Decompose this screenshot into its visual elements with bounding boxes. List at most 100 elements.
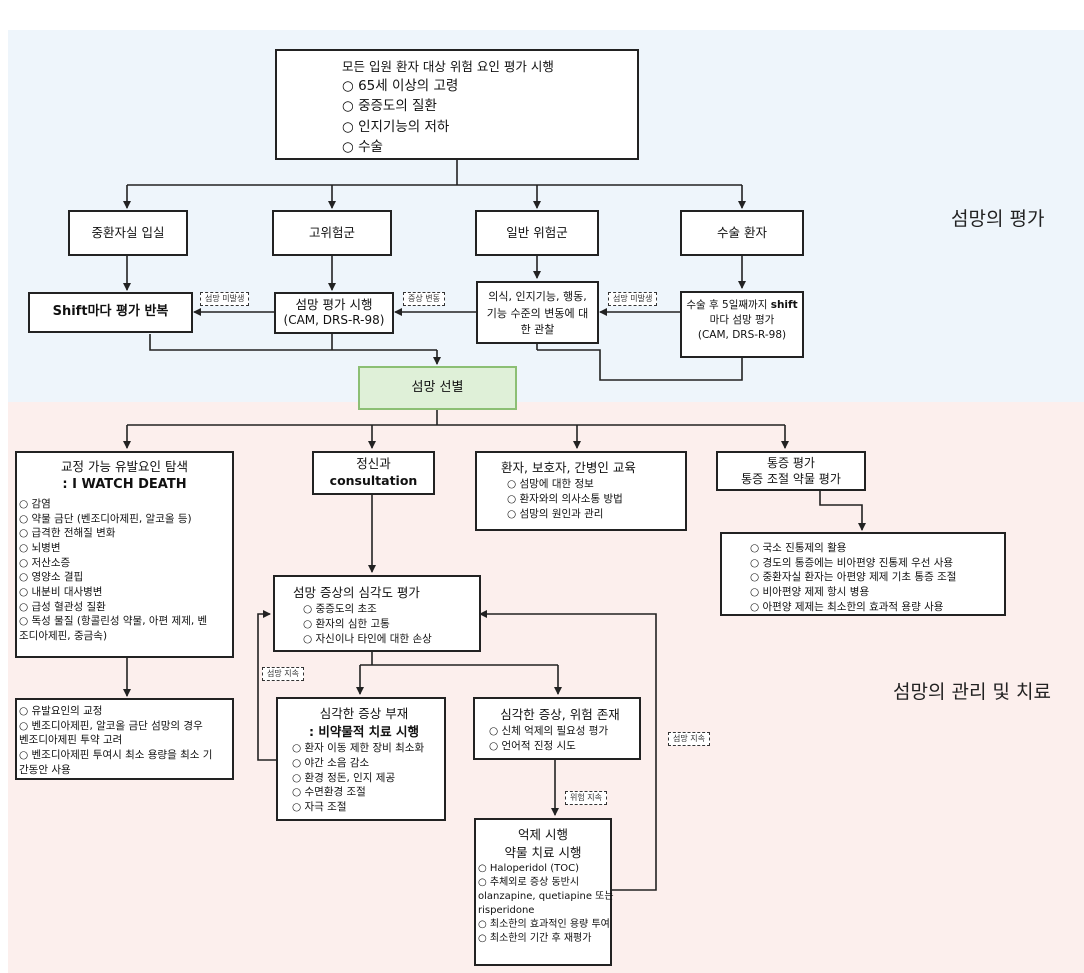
delirium-persist-tag-2: 섬망 지속 (668, 732, 710, 746)
shift-repeat-box: Shift마다 평가 반복 (28, 292, 193, 333)
precipitating-item: ○ 내분비 대사병변 (19, 586, 103, 599)
pain-management-item: ○ 국소 진통제의 활용 (750, 542, 847, 554)
nonpharm-list: ○ 환자 이동 제한 장비 최소화 ○ 야간 소음 감소 ○ 환경 정돈, 인지… (292, 741, 440, 814)
severity-item: ○ 환자의 심한 고통 (303, 617, 390, 630)
surgical-patient-label: 수술 환자 (717, 224, 767, 240)
risk-assessment-box: 모든 입원 환자 대상 위험 요인 평가 시행 ○ 65세 이상의 고령 ○ 중… (275, 49, 639, 160)
severity-item: ○ 자신이나 타인에 대한 손상 (303, 632, 432, 645)
consultation-label: consultation (329, 473, 418, 488)
drug-treatment-item: risperidone (478, 905, 535, 917)
precipitating-list: ○ 감염 ○ 약물 금단 (벤조디아제핀, 알코올 등) ○ 급격한 전해질 변… (19, 497, 228, 644)
nonpharm-subtitle: : 비약물적 치료 시행 (308, 724, 420, 740)
education-list: ○ 섬망에 대한 정보 ○ 환자와의 의사소통 방법 ○ 섬망의 원인과 관리 (507, 477, 681, 521)
monitoring-text: 의식, 인지기능, 행동, 기능 수준의 변동에 대한 관찰 (486, 290, 589, 336)
restraint-title: 억제 시행 (518, 827, 568, 842)
severe-item: ○ 신체 억제의 필요성 평가 (489, 725, 609, 738)
icu-admission-box: 중환자실 입실 (68, 210, 188, 256)
drug-treatment-item: ○ 최소한의 기간 후 재평가 (478, 933, 592, 945)
nonpharm-title: 심각한 증상 부재 (319, 706, 409, 721)
education-item: ○ 섬망에 대한 정보 (507, 478, 594, 491)
precipitating-title: 교정 가능 유발요인 탐색 (61, 459, 188, 474)
risk-assessment-title: 모든 입원 환자 대상 위험 요인 평가 시행 (342, 59, 554, 74)
education-box: 환자, 보호자, 간병인 교육 ○ 섬망에 대한 정보 ○ 환자와의 의사소통 … (475, 451, 687, 531)
symptom-change-tag: 증상 변동 (403, 292, 445, 306)
management-section-label: 섬망의 관리 및 치료 (893, 681, 1051, 703)
drug-treatment-item: ○ Haloperidol (TOC) (478, 863, 580, 875)
general-risk-box: 일반 위험군 (475, 210, 599, 256)
correction-item: 벤조디아제핀 투약 고려 (19, 734, 123, 747)
precipitating-item: ○ 급격한 전해질 변화 (19, 527, 116, 540)
correction-item: ○ 유발요인의 교정 (19, 705, 103, 717)
assessment-section-label: 섬망의 평가 (951, 208, 1045, 230)
high-risk-label: 고위험군 (308, 224, 355, 240)
pain-evaluation-box: 통증 평가 통증 조절 약물 평가 (716, 451, 866, 491)
pain-management-item: ○ 아편양 제제는 최소한의 효과적 용량 사용 (750, 600, 944, 613)
precipitating-subtitle: : I WATCH DEATH (62, 477, 187, 493)
correction-item: 간동안 사용 (19, 763, 71, 776)
psychiatry-consultation-box: 정신과 consultation (312, 451, 435, 495)
restraint-drug-treatment-box: 억제 시행 약물 치료 시행 ○ Haloperidol (TOC) ○ 추체외… (474, 818, 614, 966)
pain-management-item: ○ 비아편양 제제 항시 병용 (750, 586, 870, 599)
precipitating-item: ○ 영양소 결핍 (19, 571, 84, 584)
risk-factor-item: ○ 중증도의 질환 (342, 98, 437, 115)
risk-factor-item: ○ 65세 이상의 고령 (342, 78, 459, 95)
precipitating-item: 조디아제핀, 중금속) (19, 630, 108, 643)
delirium-assessment-box: 섬망 평가 시행 (CAM, DRS-R-98) (274, 292, 394, 334)
severe-item: ○ 언어적 진정 시도 (489, 739, 576, 752)
delirium-screening-box: 섬망 선별 (358, 366, 517, 410)
shift-label: Shift (52, 304, 88, 320)
pain-medication-evaluation: 통증 조절 약물 평가 (741, 472, 841, 486)
precipitating-item: ○ 뇌병변 (19, 542, 61, 555)
education-item: ○ 섬망의 원인과 관리 (507, 507, 604, 520)
precipitating-item: ○ 독성 물질 (항콜린성 약물, 아편 제제, 벤 (19, 615, 208, 628)
severity-title: 섬망 증상의 심각도 평가 (293, 585, 420, 600)
monitoring-box: 의식, 인지기능, 행동, 기능 수준의 변동에 대한 관찰 (476, 281, 599, 344)
nonpharm-item: ○ 환자 이동 제한 장비 최소화 (292, 742, 425, 755)
postop-shift: shift (770, 299, 798, 311)
general-risk-label: 일반 위험군 (506, 224, 568, 240)
nonpharm-item: ○ 환경 정돈, 인지 제공 (292, 771, 396, 784)
drug-treatment-item: olanzapine, quetiapine 또는 (478, 891, 614, 903)
postop-text-1: 수술 후 5일째까지 (686, 299, 771, 311)
severe-list: ○ 신체 억제의 필요성 평가 ○ 언어적 진정 시도 (489, 724, 635, 753)
no-delirium-tag-1: 섬망 미발생 (200, 292, 250, 306)
delirium-assessment-tools: (CAM, DRS-R-98) (283, 313, 385, 328)
postop-assessment-box: 수술 후 5일째까지 shift 마다 섬망 평가 (CAM, DRS-R-98… (680, 291, 804, 358)
surgical-patient-box: 수술 환자 (680, 210, 804, 256)
severity-item: ○ 중증도의 초조 (303, 603, 377, 616)
severe-symptoms-box: 심각한 증상, 위험 존재 ○ 신체 억제의 필요성 평가 ○ 언어적 진정 시… (473, 697, 641, 760)
precipitating-factors-box: 교정 가능 유발요인 탐색 : I WATCH DEATH ○ 감염 ○ 약물 … (15, 451, 234, 658)
precipitating-item: ○ 급성 혈관성 질환 (19, 600, 106, 613)
correction-item: ○ 벤조디아제핀, 알코올 금단 섬망의 경우 (19, 719, 203, 732)
shift-repeat-label: 마다 평가 반복 (87, 304, 169, 320)
factor-correction-box: ○ 유발요인의 교정 ○ 벤조디아제핀, 알코올 금단 섬망의 경우 벤조디아제… (15, 698, 234, 780)
pain-evaluation-title: 통증 평가 (767, 455, 815, 470)
high-risk-box: 고위험군 (272, 210, 392, 256)
drug-treatment-title: 약물 치료 시행 (504, 845, 582, 861)
risk-factor-item: ○ 수술 (342, 138, 383, 155)
pain-management-item: ○ 중환자실 환자는 아편양 제제 기초 통증 조절 (750, 571, 957, 584)
pain-management-item: ○ 경도의 통증에는 비아편양 진통제 우선 사용 (750, 556, 954, 569)
severe-title: 심각한 증상, 위험 존재 (500, 707, 620, 722)
icu-admission-label: 중환자실 입실 (91, 224, 165, 240)
education-item: ○ 환자와의 의사소통 방법 (507, 492, 623, 505)
severity-assessment-box: 섬망 증상의 심각도 평가 ○ 중증도의 초조 ○ 환자의 심한 고통 ○ 자신… (273, 575, 481, 652)
precipitating-item: ○ 저산소증 (19, 556, 71, 569)
pain-management-box: ○ 국소 진통제의 활용 ○ 경도의 통증에는 비아편양 진통제 우선 사용 ○… (720, 532, 1006, 616)
drug-treatment-item: ○ 추체외로 증상 동반시 (478, 877, 580, 889)
precipitating-item: ○ 감염 (19, 497, 51, 510)
risk-persist-tag: 위험 지속 (565, 791, 607, 805)
nonpharmacological-box: 심각한 증상 부재 : 비약물적 치료 시행 ○ 환자 이동 제한 장비 최소화… (276, 697, 446, 821)
correction-item: ○ 벤조디아제핀 투여시 최소 용량을 최소 기 (19, 749, 213, 762)
risk-factor-list: ○ 65세 이상의 고령 ○ 중증도의 질환 ○ 인지기능의 저하 ○ 수술 (342, 76, 637, 157)
correction-list: ○ 유발요인의 교정 ○ 벤조디아제핀, 알코올 금단 섬망의 경우 벤조디아제… (19, 704, 228, 777)
postop-text-2: 마다 섬망 평가 (709, 314, 775, 327)
no-delirium-tag-2: 섬망 미발생 (608, 292, 658, 306)
nonpharm-item: ○ 야간 소음 감소 (292, 756, 370, 769)
education-title: 환자, 보호자, 간병인 교육 (501, 460, 636, 475)
delirium-screening-label: 섬망 선별 (411, 379, 464, 395)
severity-list: ○ 중증도의 초조 ○ 환자의 심한 고통 ○ 자신이나 타인에 대한 손상 (303, 602, 475, 646)
nonpharm-item: ○ 자극 조절 (292, 801, 347, 813)
delirium-assessment-title: 섬망 평가 시행 (295, 297, 373, 313)
